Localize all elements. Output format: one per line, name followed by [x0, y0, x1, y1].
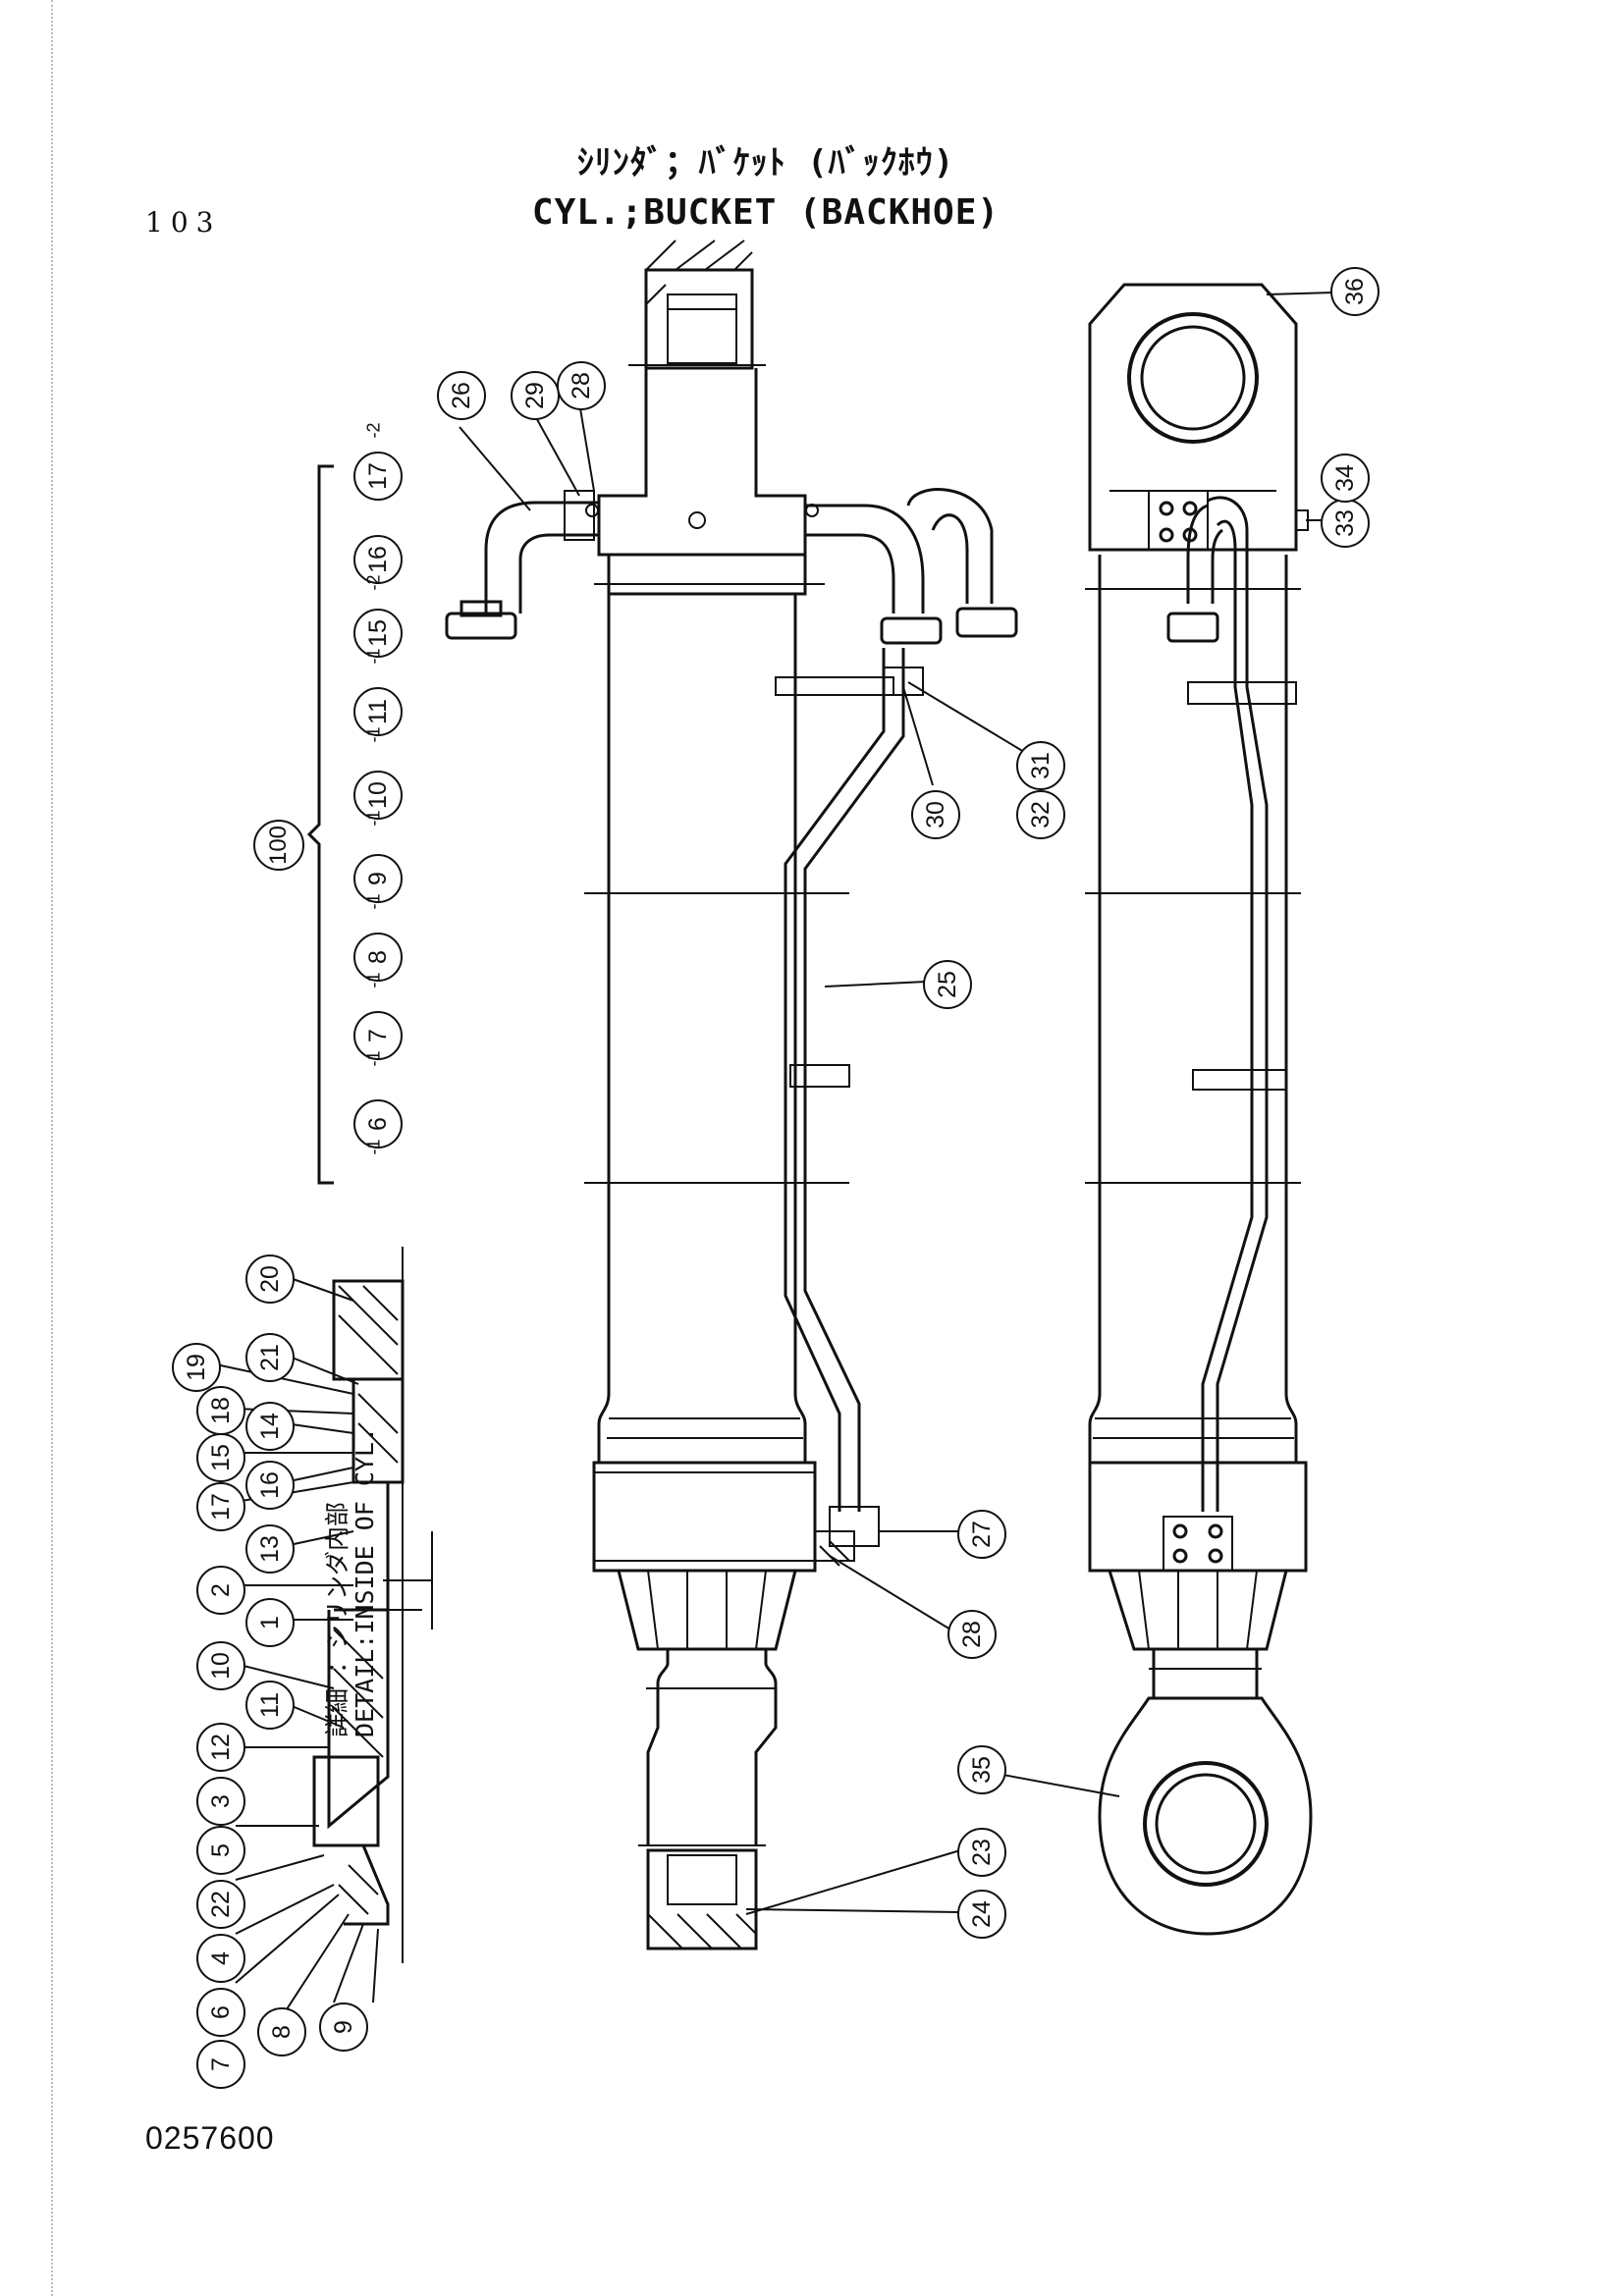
callout-32: 32: [1016, 790, 1065, 839]
center-cylinder: [445, 240, 1018, 1950]
callout-35: 35: [957, 1745, 1006, 1794]
callout-26: 26: [437, 371, 486, 420]
detail-callout-21: 21: [245, 1333, 295, 1382]
detail-callout-7: 7: [196, 2040, 245, 2089]
kit-item-6-qty: -1: [363, 1139, 384, 1155]
detail-callout-15: 15: [196, 1433, 245, 1482]
detail-callout-12: 12: [196, 1723, 245, 1772]
callout-23: 23: [957, 1828, 1006, 1877]
kit-item-15-qty: -1: [363, 648, 384, 665]
detail-callout-2: 2: [196, 1566, 245, 1615]
page-edge-dots: [51, 0, 53, 2296]
kit-item-17: 17: [353, 452, 403, 501]
callout-36: 36: [1330, 267, 1380, 316]
callout-30: 30: [911, 790, 960, 839]
right-cylinder: [1085, 283, 1313, 1936]
kit-item-17-qty: -2: [363, 422, 384, 439]
callout-28-top: 28: [557, 361, 606, 410]
detail-callout-1: 1: [245, 1598, 295, 1647]
detail-callout-8: 8: [257, 2007, 306, 2056]
kit-number-bubble: 100: [253, 820, 304, 871]
detail-callout-19: 19: [172, 1343, 221, 1392]
callout-24: 24: [957, 1890, 1006, 1939]
detail-callout-10: 10: [196, 1641, 245, 1690]
callout-34: 34: [1321, 454, 1370, 503]
detail-callout-9: 9: [319, 2002, 368, 2052]
kit-item-10-qty: -1: [363, 810, 384, 827]
callout-31: 31: [1016, 741, 1065, 790]
kit-item-8-qty: -1: [363, 972, 384, 988]
detail-leader-lines: [215, 1275, 379, 2013]
drawing-code: 0257600: [145, 2120, 275, 2156]
detail-callout-14: 14: [245, 1402, 295, 1451]
kit-item-7-qty: -1: [363, 1050, 384, 1067]
callout-25: 25: [923, 960, 972, 1009]
detail-section: [312, 1247, 433, 1963]
page-number: 103: [145, 206, 222, 239]
kit-item-9-qty: -1: [363, 893, 384, 910]
detail-callout-18: 18: [196, 1386, 245, 1435]
detail-callout-11: 11: [245, 1681, 295, 1730]
leader-lines: [459, 292, 1334, 1915]
callout-29: 29: [511, 371, 560, 420]
callout-33: 33: [1321, 499, 1370, 548]
kit-bracket: [306, 464, 334, 1185]
kit-item-11-qty: -1: [363, 726, 384, 743]
detail-callout-17: 17: [196, 1482, 245, 1531]
detail-callout-20: 20: [245, 1255, 295, 1304]
detail-callout-16: 16: [245, 1461, 295, 1510]
detail-callout-5: 5: [196, 1826, 245, 1875]
diagram-title-japanese: ｼﾘﾝﾀﾞ；ﾊﾞｹｯﾄ (ﾊﾞｯｸﾎｳ): [576, 143, 955, 183]
center-top-clevis: [644, 268, 754, 370]
detail-callout-6: 6: [196, 1988, 245, 2037]
callout-28-bottom: 28: [947, 1610, 997, 1659]
detail-callout-4: 4: [196, 1934, 245, 1983]
detail-callout-22: 22: [196, 1880, 245, 1929]
callout-27: 27: [957, 1510, 1006, 1559]
diagram-title-english: CYL.;BUCKET (BACKHOE): [531, 192, 1001, 233]
detail-callout-13: 13: [245, 1524, 295, 1574]
detail-callout-3: 3: [196, 1777, 245, 1826]
kit-item-16-qty: -2: [363, 574, 384, 591]
